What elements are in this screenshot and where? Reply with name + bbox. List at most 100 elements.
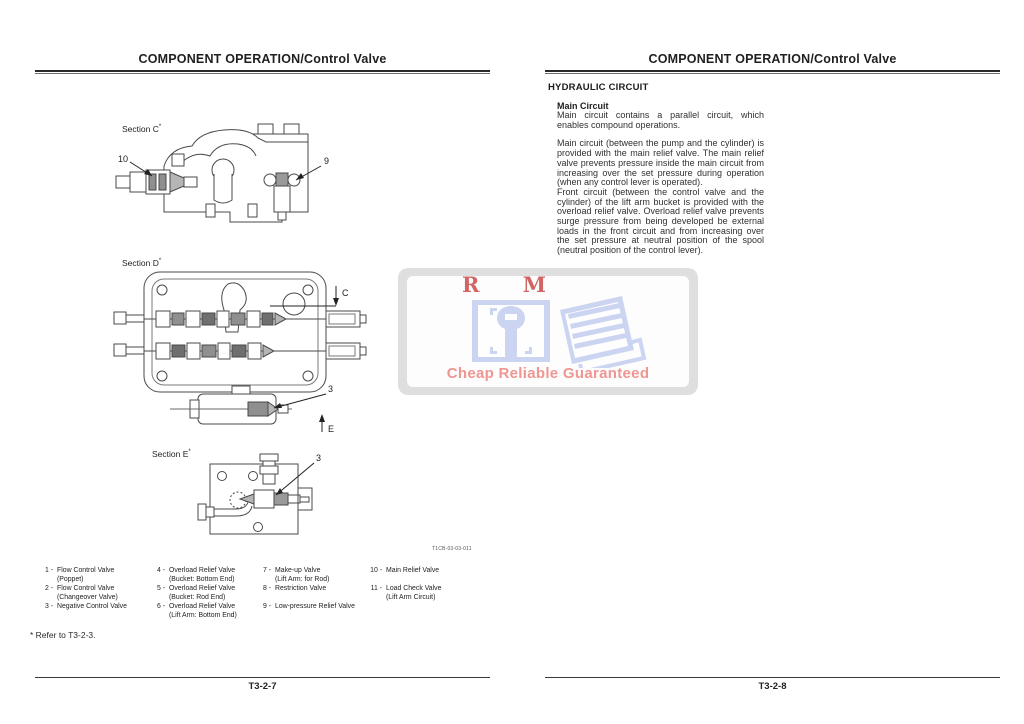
hvalve-cone [238, 493, 255, 505]
spool1-land [216, 310, 230, 328]
housing-inner-line [151, 278, 319, 386]
section-e-asterisk: * [188, 449, 191, 456]
callout-3e-leader [275, 462, 315, 496]
legend-line: Main Relief Valve [386, 567, 440, 574]
legend-item-6: 6 - Overload Relief Valve (Lift Arm: Bot… [150, 602, 237, 620]
card-corner-mark [490, 347, 497, 354]
legend-line: Make-up Valve [275, 567, 321, 574]
callout-3d-arrowhead [274, 403, 282, 408]
legend-item-number: 2 - [44, 585, 53, 592]
section-d-diagram: C 3 E [113, 271, 367, 434]
legend-line: Overload Relief Valve [169, 567, 236, 574]
right-valve-tip [277, 211, 287, 221]
legend-item-text: Make-up Valve (Lift Arm: for Rod) [275, 566, 329, 584]
legend-col-4: 10 - Main Relief Valve 11 - Load Check V… [364, 566, 441, 602]
legend-line: (Changeover Valve) [57, 594, 118, 601]
spool1-land [246, 310, 261, 328]
housing-bolt-hole [156, 284, 168, 296]
callout-9-arrowhead [296, 173, 304, 180]
vvalve-stem [262, 473, 276, 485]
book-icon [560, 296, 634, 364]
card-corner-mark [525, 347, 532, 354]
right-header-rule [545, 70, 1000, 74]
legend-item-text: Overload Relief Valve (Bucket: Bottom En… [169, 566, 235, 584]
spool1-left-stub [113, 311, 127, 325]
left-fitting-neck [205, 506, 215, 518]
book-line [572, 322, 626, 339]
callout-c-arrowhead [333, 298, 339, 306]
legend-line: Flow Control Valve [57, 585, 115, 592]
legend-item-number: 8 - [262, 585, 271, 592]
callout-10-label: 10 [118, 154, 128, 164]
legend-item-4: 4 - Overload Relief Valve (Bucket: Botto… [150, 566, 237, 584]
left-valve-spring [148, 173, 157, 191]
legend-item-number: 9 - [262, 603, 271, 610]
hvalve-tip [299, 496, 310, 503]
main-circuit-body: Main circuit contains a parallel circuit… [557, 110, 764, 256]
section-c-label-text: Section C [122, 124, 159, 134]
left-valve-seat [183, 176, 198, 188]
left-page-title: COMPONENT OPERATION/Control Valve [138, 52, 387, 66]
footnote: * Refer to T3-2-3. [30, 630, 96, 640]
legend-item-number: 11 - [370, 585, 382, 592]
legend-item-number: 3 - [44, 603, 53, 610]
legend-line: Flow Control Valve [57, 567, 115, 574]
legend-line: Negative Control Valve [57, 603, 127, 610]
right-page-number: T3-2-8 [758, 681, 787, 692]
spool1-right-inner [328, 313, 356, 325]
spool2-groove [231, 344, 247, 358]
legend-item-text: Overload Relief Valve (Lift Arm: Bottom … [169, 602, 237, 620]
spool1-groove [261, 312, 274, 326]
section-d-label-text: Section D [122, 258, 159, 268]
valve-bolt [283, 123, 300, 135]
section-c-label: Section C* [122, 124, 161, 134]
spool2-left-stub [113, 343, 127, 357]
vvalve-cap [259, 453, 279, 462]
housing-bolt-hole [156, 370, 168, 382]
spool2-right-cap [359, 346, 367, 356]
paragraph-2: Main circuit (between the pump and the c… [557, 138, 764, 188]
section-e-diagram: 3 [197, 453, 321, 535]
left-header-rule [35, 70, 490, 74]
legend-item-5: 5 - Overload Relief Valve (Bucket: Rod E… [150, 584, 237, 602]
spool1-left-stem [125, 314, 145, 323]
watermark-logo-text: R M [462, 272, 565, 297]
wrench-icon [497, 306, 525, 359]
legend-line: Overload Relief Valve [169, 603, 236, 610]
vvalve-neck [262, 460, 276, 467]
paragraph-1: Main circuit contains a parallel circuit… [557, 110, 764, 130]
book-page [565, 302, 628, 358]
valve3-body [247, 401, 269, 417]
plate-bolt-hole [248, 471, 258, 481]
spool2-left-stem [125, 346, 145, 355]
tube-top-line [214, 501, 249, 510]
book-line [570, 312, 624, 329]
left-valve-spring [158, 173, 167, 191]
spool2-groove [171, 344, 186, 358]
watermark-panel [407, 276, 689, 387]
left-valve-cap [115, 175, 131, 189]
callout-c-label: C [342, 288, 349, 298]
plate-bolt-hole [217, 471, 227, 481]
legend-line: (Lift Arm: for Rod) [275, 576, 330, 583]
legend-item-number: 10 - [370, 567, 382, 574]
legend-item-number: 1 - [44, 567, 53, 574]
legend-line: Restriction Valve [275, 585, 327, 592]
legend-item-10: 10 - Main Relief Valve [364, 566, 441, 575]
spool2-land [186, 342, 201, 360]
callout-3e-label: 3 [316, 453, 321, 463]
legend-item-number: 4 - [156, 567, 165, 574]
left-valve-housing [129, 171, 147, 193]
section-e-label-text: Section E [152, 449, 189, 459]
valve3-stem [277, 404, 289, 414]
plate-bolt-hole [253, 522, 263, 532]
housing-bolt-hole [302, 284, 314, 296]
card-corner-mark [490, 308, 497, 315]
legend-line: (Bucket: Rod End) [169, 594, 226, 601]
legend-line: (Poppet) [57, 576, 84, 583]
vvalve-ring [259, 465, 279, 475]
legend-item-1: 1 - Flow Control Valve (Poppet) [38, 566, 127, 584]
spool1-groove [230, 312, 246, 326]
callout-3d-leader [273, 393, 327, 409]
